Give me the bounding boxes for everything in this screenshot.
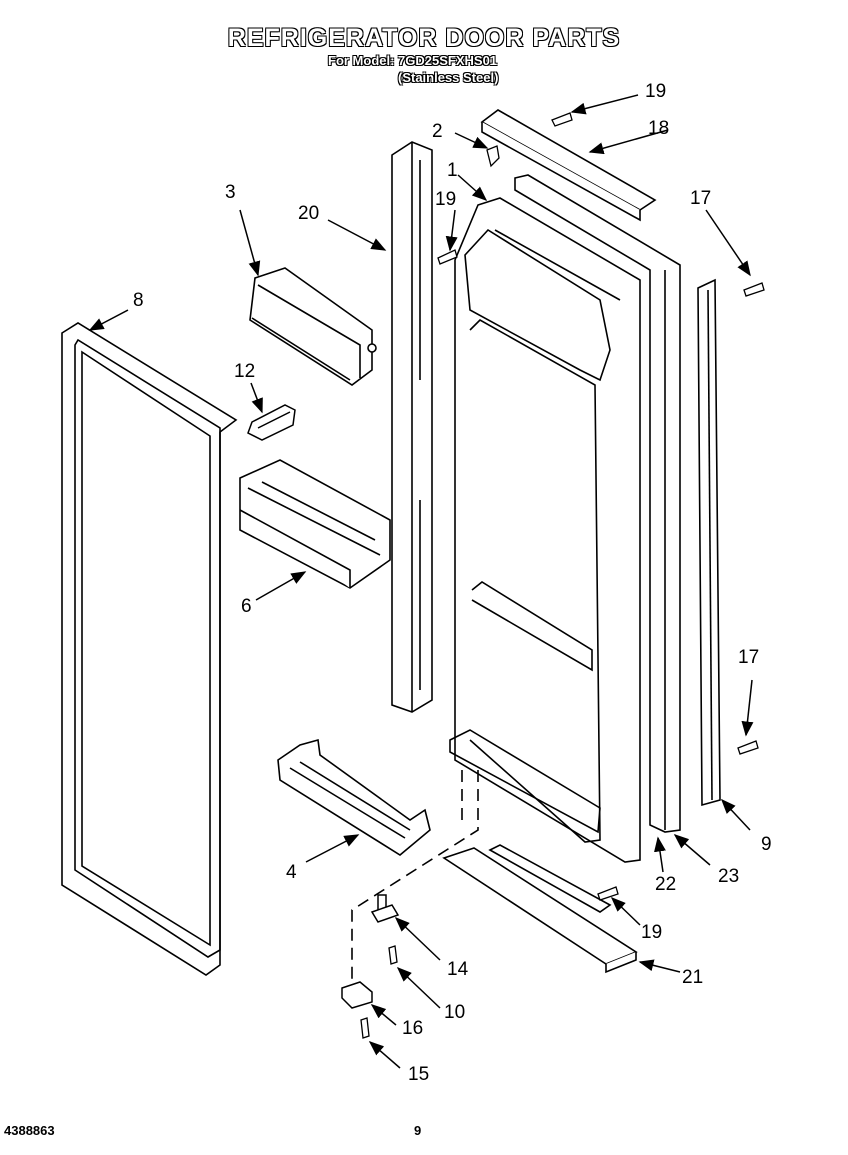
callout-2: 2 xyxy=(432,121,443,142)
callout-19-mid: 19 xyxy=(435,189,456,210)
callout-21: 21 xyxy=(682,967,703,988)
hinge-plate-part xyxy=(442,844,638,974)
door-panel-part xyxy=(61,322,238,976)
top-cap-part xyxy=(480,109,657,222)
screw-parts xyxy=(360,112,765,1039)
callout-16: 16 xyxy=(402,1018,423,1039)
callout-17-top: 17 xyxy=(690,188,711,209)
callout-14: 14 xyxy=(447,959,469,980)
hinge-pin-part xyxy=(370,894,400,923)
side-trim-part xyxy=(697,278,721,807)
bracket-part xyxy=(247,404,296,441)
hinge-bracket-part xyxy=(341,981,373,1009)
callout-3: 3 xyxy=(225,182,236,203)
callout-labels: 1 2 3 4 6 8 9 10 12 14 15 16 17 17 18 19… xyxy=(133,81,772,1085)
lower-shelf-part xyxy=(277,738,431,856)
callout-6: 6 xyxy=(241,596,252,617)
callout-8: 8 xyxy=(133,290,144,311)
callout-10: 10 xyxy=(444,1002,465,1023)
callout-20: 20 xyxy=(298,203,319,224)
callout-9: 9 xyxy=(761,834,772,855)
page-number: 9 xyxy=(414,1123,422,1138)
breaker-strip-part xyxy=(391,141,433,713)
dispenser-cover-part xyxy=(249,267,377,386)
callout-12: 12 xyxy=(234,361,255,382)
callout-19-bottom: 19 xyxy=(641,922,662,943)
callout-23: 23 xyxy=(718,866,739,887)
callout-22: 22 xyxy=(655,874,676,895)
callout-17-bottom: 17 xyxy=(738,647,759,668)
page-title: REFRIGERATOR DOOR PARTS xyxy=(227,24,621,52)
door-bin-part xyxy=(239,459,391,589)
assembly-dashed-line xyxy=(351,770,479,985)
door-gasket-part xyxy=(514,174,681,833)
callout-18: 18 xyxy=(648,118,669,139)
callout-19-top: 19 xyxy=(645,81,666,102)
door-liner-part xyxy=(449,197,641,863)
callout-4: 4 xyxy=(286,862,297,883)
callout-15: 15 xyxy=(408,1064,429,1085)
leader-arrows xyxy=(88,94,754,1069)
finish-line: (Stainless Steel) xyxy=(398,70,499,85)
model-line: For Model: 7GD25SFXHS01 xyxy=(328,53,498,68)
callout-1: 1 xyxy=(447,160,458,181)
document-number: 4388863 xyxy=(4,1123,55,1138)
